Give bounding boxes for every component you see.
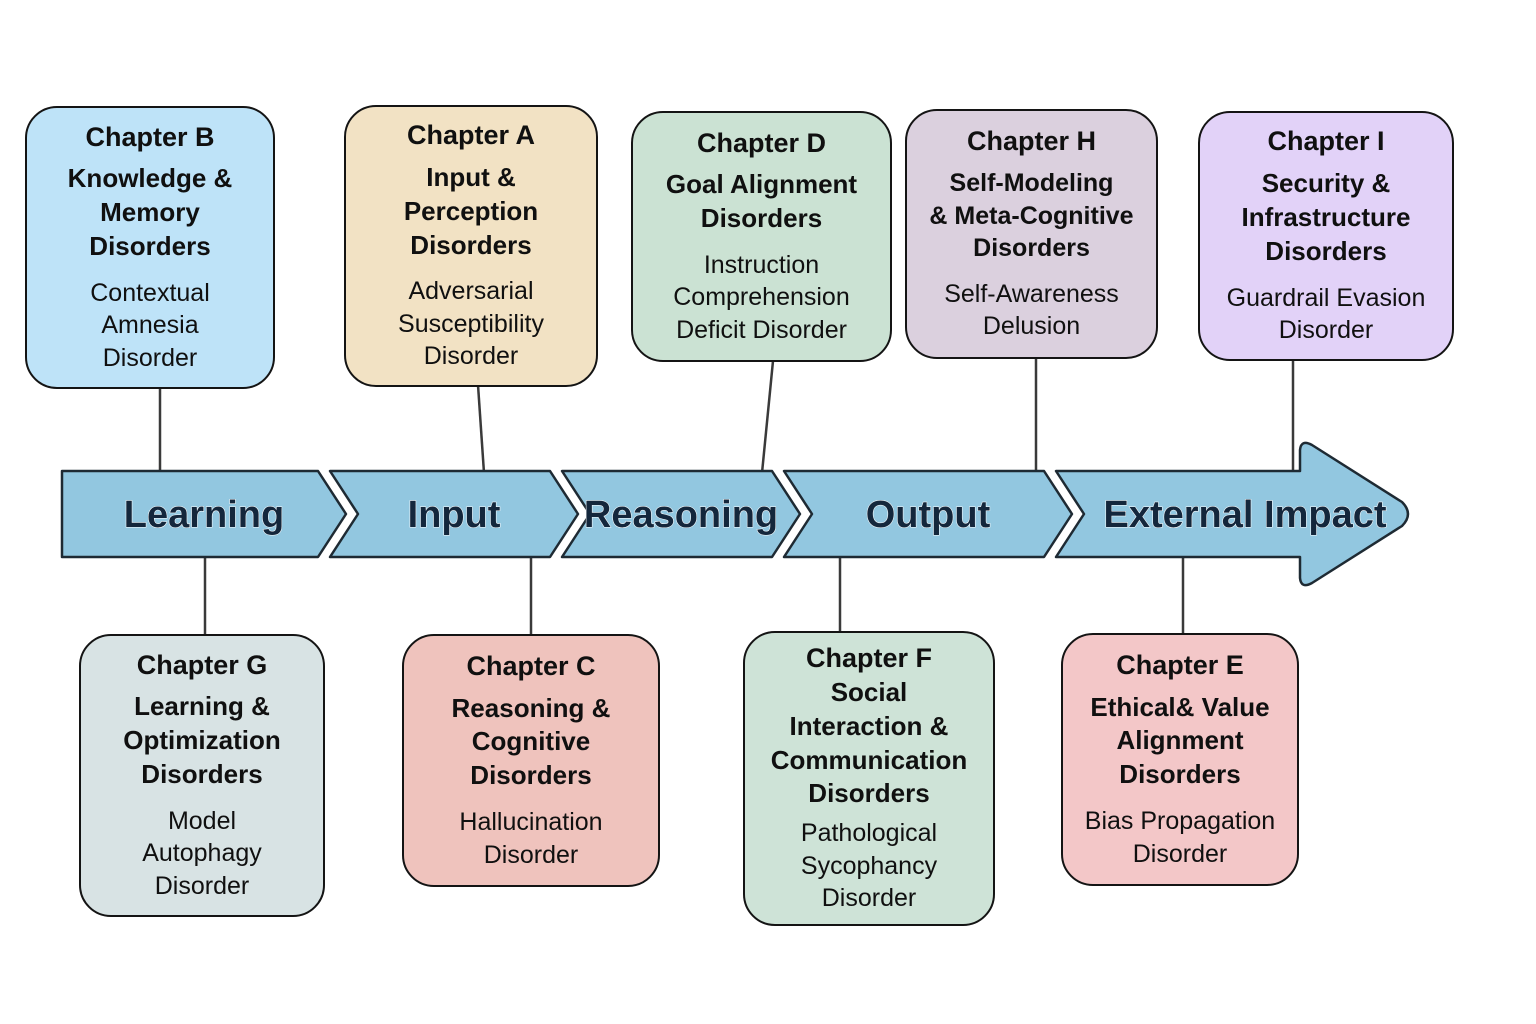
disorder-group-name: Input & Perception Disorders [403,161,539,260]
timeline-stage-label-reasoning: Reasoning [584,494,778,536]
chapter-box-i: Chapter I Security & Infrastructure Diso… [1198,111,1454,361]
disorder-group-name: Social Interaction & Communication Disor… [770,677,968,809]
connector-line-chapter-d [760,360,775,474]
chapter-box-e: Chapter E Ethical& Value Alignment Disor… [1061,633,1299,886]
chapter-label: Chapter A [406,120,535,151]
timeline-stage-segment-external-impact [1054,441,1410,587]
disorder-group-name: Learning & Optimization Disorders [123,691,281,790]
timeline-stage-segment-input [328,469,580,559]
disorder-name: Adversarial Susceptibility Disorder [398,277,544,371]
timeline-stage-segment-reasoning [560,469,802,559]
timeline-stage-label-output: Output [866,494,991,536]
timeline-stage-label-external-impact: External Impact [1104,494,1387,536]
timeline-stage-segment-output [782,469,1074,559]
chapter-box-f: Chapter F Social Interaction & Communica… [743,631,995,926]
disorder-name: Model Autophagy Disorder [142,806,262,900]
chapter-label: Chapter F [805,643,932,674]
chapter-box-d: Chapter D Goal Alignment Disorders Instr… [631,111,892,362]
disorder-group-name: Ethical& Value Alignment Disorders [1090,691,1270,790]
chapter-box-h: Chapter H Self-Modeling & Meta-Cognitive… [905,109,1158,359]
disorder-name: Instruction Comprehension Deficit Disord… [673,250,850,344]
chapter-box-a: Chapter A Input & Perception Disorders A… [344,105,598,387]
chapter-box-b: Chapter B Knowledge & Memory Disorders C… [25,106,275,389]
disorder-group-name: Knowledge & Memory Disorders [67,163,233,262]
chapter-label: Chapter D [696,127,826,158]
chapter-label: Chapter C [466,650,596,681]
disorder-name: Pathological Sycophancy Disorder [800,819,938,913]
disorder-group-name: Reasoning & Cognitive Disorders [451,692,611,791]
timeline-stage-label-learning: Learning [124,494,284,536]
timeline-stage-label-input: Input [408,494,501,536]
disorder-name: Contextual Amnesia Disorder [90,278,210,372]
disorder-group-name: Goal Alignment Disorders [665,169,858,234]
chapter-box-g: Chapter G Learning & Optimization Disord… [79,634,325,917]
chapter-box-c: Chapter C Reasoning & Cognitive Disorder… [402,634,660,887]
chapter-label: Chapter I [1267,126,1385,157]
chapter-label: Chapter H [966,126,1096,157]
chapter-label: Chapter G [136,649,268,680]
connector-line-chapter-a [476,384,486,474]
disorder-name: Guardrail Evasion Disorder [1226,283,1426,345]
disorder-name: Self-Awareness Delusion [944,279,1119,341]
disorder-group-name: Self-Modeling & Meta-Cognitive Disorders [929,169,1134,263]
disorder-name: Hallucination Disorder [459,808,603,869]
timeline-stage-segment-learning [60,469,348,559]
disorder-group-name: Security & Infrastructure Disorders [1241,168,1411,266]
chapter-label: Chapter B [85,121,215,152]
chapter-label: Chapter E [1116,649,1244,680]
disorder-name: Bias Propagation Disorder [1084,807,1276,868]
